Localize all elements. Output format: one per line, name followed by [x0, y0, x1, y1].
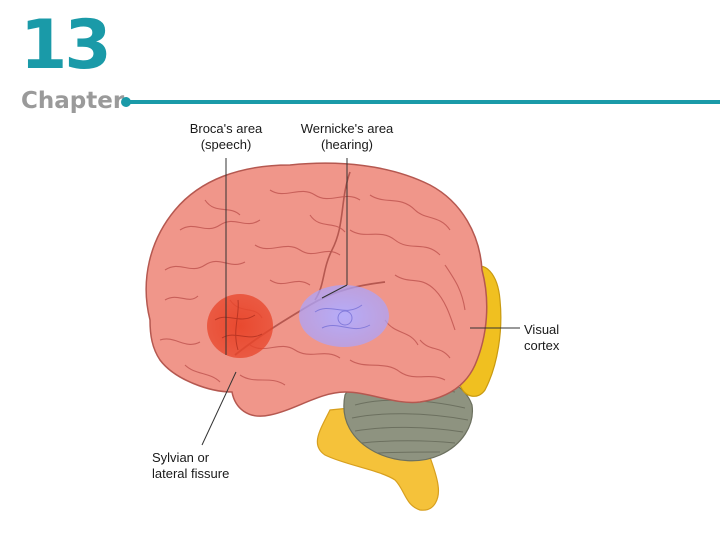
visual-label-line1: Visual — [524, 322, 559, 338]
wernicke-label-line2: (hearing) — [294, 137, 400, 153]
visual-label-line2: cortex — [524, 338, 559, 354]
sylvian-label-line2: lateral fissure — [152, 466, 229, 482]
wernicke-label: Wernicke's area (hearing) — [294, 121, 400, 153]
wernicke-region — [299, 285, 389, 347]
sylvian-label-line1: Sylvian or — [152, 450, 229, 466]
broca-label-line1: Broca's area — [180, 121, 272, 137]
visual-cortex-label: Visual cortex — [524, 322, 559, 354]
sylvian-label: Sylvian or lateral fissure — [152, 450, 229, 482]
broca-label-line2: (speech) — [180, 137, 272, 153]
wernicke-label-line1: Wernicke's area — [294, 121, 400, 137]
broca-label: Broca's area (speech) — [180, 121, 272, 153]
cerebrum — [146, 163, 487, 416]
broca-region — [207, 294, 273, 358]
